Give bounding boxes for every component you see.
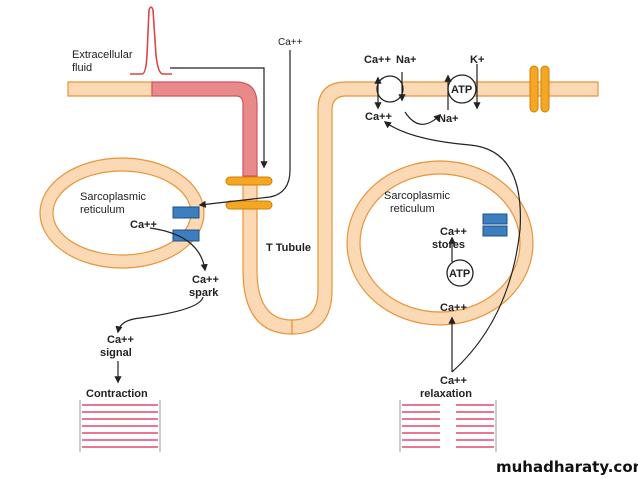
ca-stores-label: Ca++ <box>440 226 467 238</box>
action-potential-spike <box>130 6 172 75</box>
atp-pump-label: ATP <box>451 84 472 96</box>
sr-right-label-1: Sarcoplasmic <box>384 190 451 202</box>
ca-top-label: Ca++ <box>278 37 303 48</box>
ca-exchanger-bottom-label: Ca++ <box>365 111 392 123</box>
t-tubule-label: T Tubule <box>266 242 311 254</box>
ca-left-label: Ca++ <box>130 219 157 231</box>
arrow-ap-to-ttubule <box>170 67 268 169</box>
contraction-label: Contraction <box>86 388 148 400</box>
atp-serca-label: ATP <box>449 268 470 280</box>
ca-signal-label: Ca++ <box>107 334 134 346</box>
signal-label: signal <box>100 347 132 359</box>
extracellular-fluid-label-2: fluid <box>72 62 92 74</box>
sarcoplasmic-reticulum-left <box>39 157 205 269</box>
membrane-channel-right <box>529 65 550 113</box>
arrows <box>114 50 522 384</box>
watermark: muhadharaty.com <box>496 458 638 476</box>
ca-below-atp-label: Ca++ <box>440 302 467 314</box>
dhpr-channel <box>225 176 273 210</box>
serca-atpase-circle <box>446 259 474 287</box>
myofilaments-contraction <box>79 400 161 452</box>
ca-exchanger-top-label: Ca++ <box>364 54 391 66</box>
arrow-relax-to-ncx <box>383 121 522 373</box>
ca-relaxation-label: Ca++ <box>440 375 467 387</box>
depolarized-membrane <box>151 81 258 177</box>
myofilaments-relaxation <box>399 400 497 452</box>
sr-left-label-1: Sarcoplasmic <box>80 191 147 203</box>
arrow-spark-to-signal <box>115 296 204 334</box>
sarcoplasmic-reticulum-right <box>346 160 534 326</box>
ryr-channel-right <box>482 213 508 237</box>
spark-label: spark <box>189 287 219 299</box>
sr-right-label-2: reticulum <box>390 203 435 215</box>
arrow-ca-influx <box>198 50 291 208</box>
sarcolemma-left <box>67 81 153 97</box>
arrow-ca-release <box>149 227 208 272</box>
stores-label: stores <box>432 239 465 251</box>
na-exchanger-top-label: Na+ <box>396 54 417 66</box>
sr-left-label-2: reticulum <box>80 204 125 216</box>
ryr-channel-left <box>172 206 200 242</box>
relaxation-label: relaxation <box>420 388 472 400</box>
k-label: K+ <box>470 54 484 66</box>
ca-spark-label: Ca++ <box>192 274 219 286</box>
arrow-na-to-pump <box>404 111 442 125</box>
na-exchanger-bottom-label: Na+ <box>438 113 459 125</box>
ncx-exchanger <box>376 75 404 103</box>
extracellular-fluid-label-1: Extracellular <box>72 49 133 61</box>
